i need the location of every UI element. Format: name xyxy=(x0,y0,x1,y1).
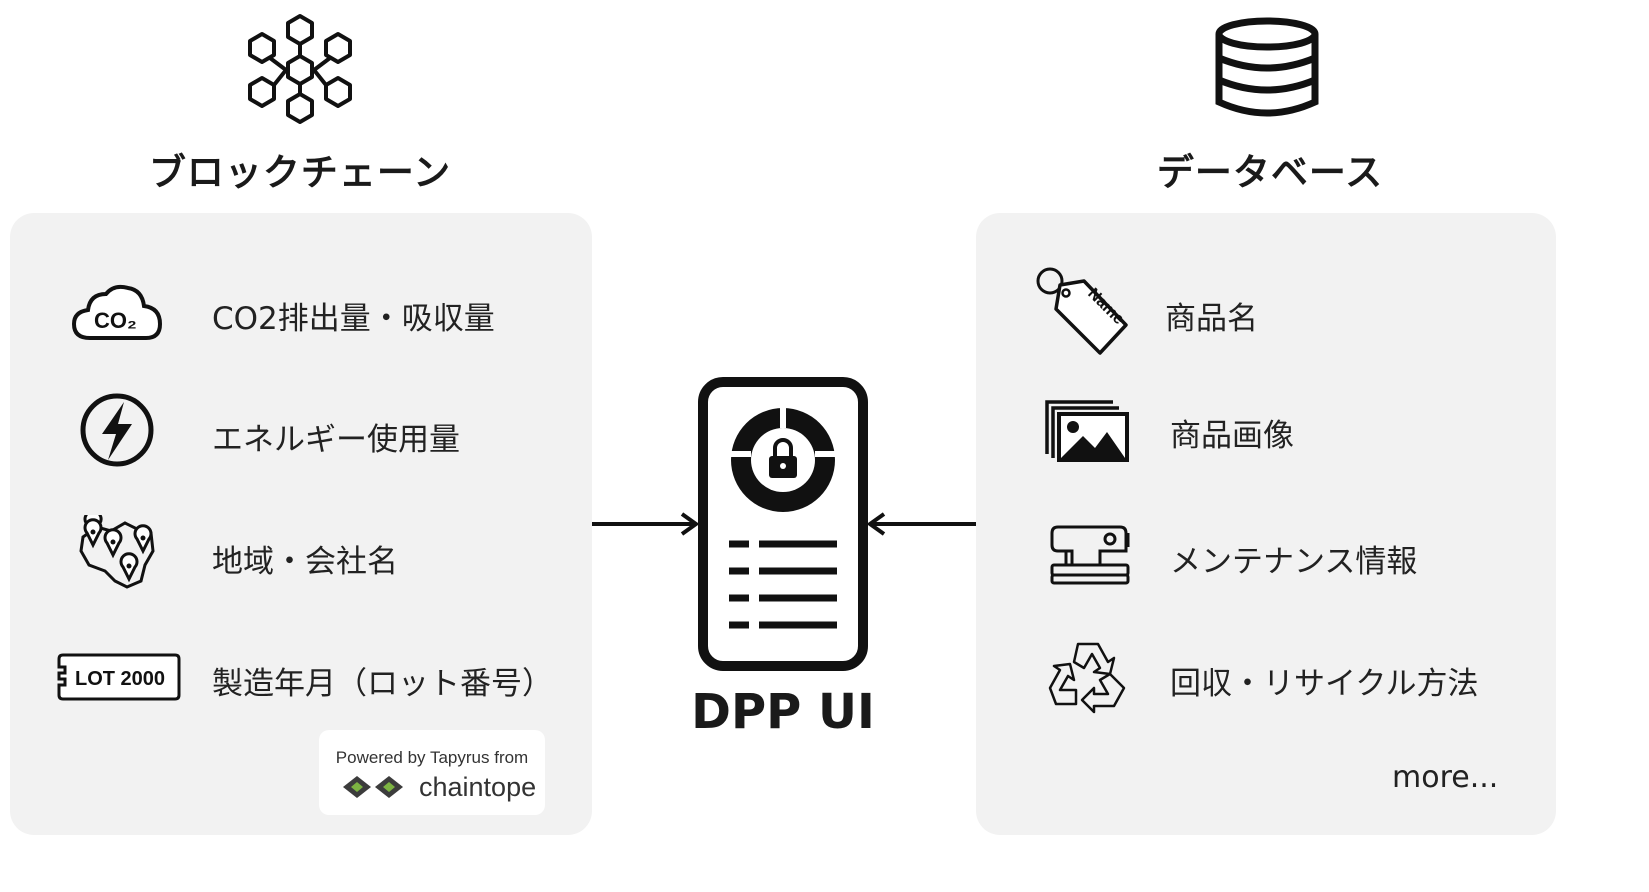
co2-label: CO2排出量・吸収量 xyxy=(212,301,495,337)
co2-icon-text: CO₂ xyxy=(94,308,137,333)
chaintope-brand: chaintope xyxy=(419,772,537,802)
map-pins-icon xyxy=(79,515,155,589)
database-heading: データベース xyxy=(1156,151,1384,194)
co2-cloud-icon: CO₂ xyxy=(71,284,163,340)
phone-lock-icon xyxy=(698,377,868,671)
recycle-icon xyxy=(1048,642,1126,714)
product-name-label: 商品名 xyxy=(1165,301,1258,337)
lot-label: 製造年月（ロット番号） xyxy=(212,666,553,702)
maintenance-label: メンテナンス情報 xyxy=(1170,544,1418,580)
recycle-label: 回収・リサイクル方法 xyxy=(1170,666,1479,702)
sewing-machine-icon xyxy=(1050,525,1130,585)
arrow-left-icon xyxy=(866,512,976,536)
chaintope-logo-icon xyxy=(343,776,403,798)
lightning-bolt-icon xyxy=(80,393,154,467)
lot-icon-text: LOT 2000 xyxy=(75,668,165,690)
region-label: 地域・会社名 xyxy=(212,544,398,580)
dpp-ui-title: DPP UI xyxy=(691,684,875,740)
arrow-right-icon xyxy=(592,512,700,536)
blockchain-heading: ブロックチェーン xyxy=(148,151,452,194)
database-icon xyxy=(1215,17,1319,117)
name-tag-icon: Name xyxy=(1036,267,1128,355)
lot-number-icon: LOT 2000 xyxy=(57,653,181,701)
energy-label: エネルギー使用量 xyxy=(212,422,460,458)
powered-by-text: Powered by Tapyrus from xyxy=(335,748,529,767)
product-image-label: 商品画像 xyxy=(1170,418,1294,454)
more-text: more... xyxy=(1392,760,1499,795)
powered-by-badge: Powered by Tapyrus from chaintope xyxy=(319,730,545,815)
images-icon xyxy=(1045,400,1129,462)
blockchain-network-icon xyxy=(248,14,352,124)
